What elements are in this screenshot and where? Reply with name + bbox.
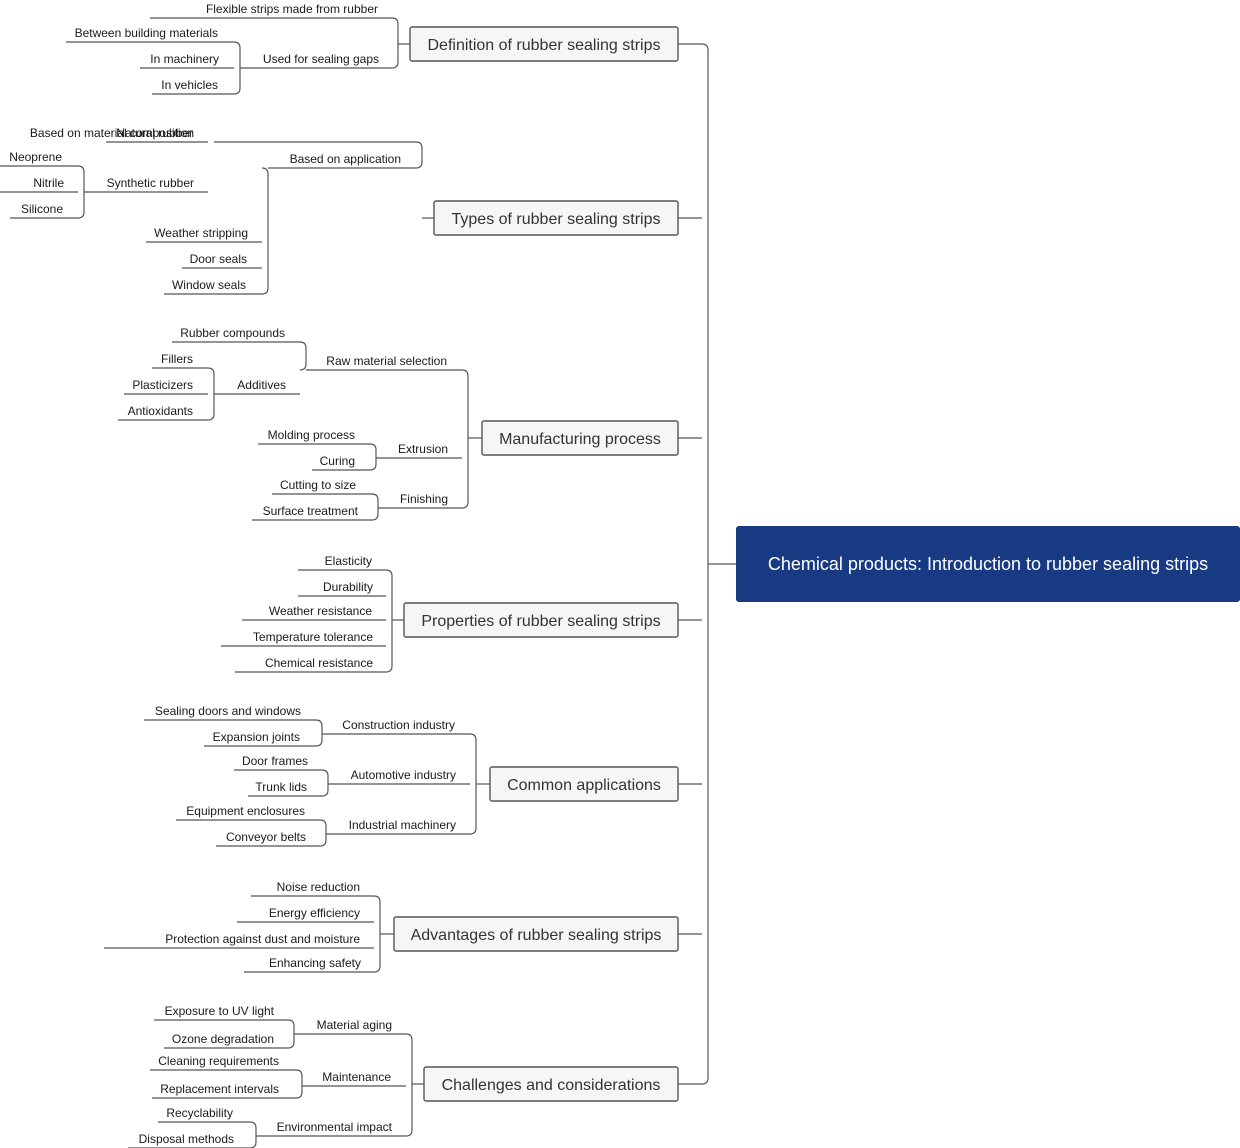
subsubtopic-label: Sealing doors and windows bbox=[155, 704, 301, 718]
branch-topic-label: Advantages of rubber sealing strips bbox=[411, 927, 662, 944]
subsubtopic-label: In vehicles bbox=[161, 78, 218, 92]
subsubtopic-label: In machinery bbox=[150, 52, 219, 66]
subtopic-label: Enhancing safety bbox=[269, 956, 361, 970]
subtopic-label: Extrusion bbox=[398, 442, 448, 456]
subsubtopic-label: Replacement intervals bbox=[160, 1082, 279, 1096]
leaf-label: Neoprene bbox=[9, 150, 62, 164]
subsubtopic-label: Exposure to UV light bbox=[165, 1004, 275, 1018]
subsubtopic-label: Door seals bbox=[190, 252, 247, 266]
branch-topic-label: Challenges and considerations bbox=[442, 1077, 661, 1094]
leaf-label: Plasticizers bbox=[132, 378, 193, 392]
sub-bracket bbox=[321, 769, 329, 797]
child-bracket bbox=[415, 141, 423, 169]
subsubtopic-label: Weather stripping bbox=[154, 226, 248, 240]
subtopic-label: Industrial machinery bbox=[349, 818, 456, 832]
subtopic-label: Based on application bbox=[290, 152, 401, 166]
sub-bracket bbox=[233, 41, 241, 95]
leaf-label: Antioxidants bbox=[128, 404, 193, 418]
child-bracket bbox=[461, 369, 469, 509]
child-bracket bbox=[469, 733, 477, 835]
subsubtopic-label: Surface treatment bbox=[263, 504, 359, 518]
leaf-bracket bbox=[77, 165, 85, 219]
subtopic-label: Elasticity bbox=[325, 554, 372, 568]
sub-bracket bbox=[295, 1069, 303, 1099]
subtopic-label: Finishing bbox=[400, 492, 448, 506]
leaf-label: Fillers bbox=[161, 352, 193, 366]
subsubtopic-label: Natural rubber bbox=[116, 126, 193, 140]
sub-bracket bbox=[249, 1121, 257, 1148]
subtopic-label: Energy efficiency bbox=[269, 906, 360, 920]
subsubtopic-label: Window seals bbox=[172, 278, 246, 292]
trunk-line bbox=[701, 43, 709, 1085]
sub-bracket bbox=[299, 341, 307, 371]
subtopic-label: Noise reduction bbox=[277, 880, 360, 894]
subtopic-label: Raw material selection bbox=[326, 354, 447, 368]
subsubtopic-label: Equipment enclosures bbox=[186, 804, 305, 818]
subtopic-label: Chemical resistance bbox=[265, 656, 373, 670]
child-bracket bbox=[405, 1033, 413, 1137]
branch-topic[interactable] bbox=[403, 602, 679, 638]
subtopic-label: Durability bbox=[323, 580, 373, 594]
child-bracket bbox=[385, 569, 393, 673]
branch-topic-label: Manufacturing process bbox=[499, 431, 661, 448]
subsubtopic-label: Between building materials bbox=[75, 26, 218, 40]
subsubtopic-label: Molding process bbox=[268, 428, 355, 442]
subsubtopic-label: Ozone degradation bbox=[172, 1032, 274, 1046]
subtopic-label: Automotive industry bbox=[351, 768, 456, 782]
subsubtopic-label: Door frames bbox=[242, 754, 308, 768]
subtopic-label: Environmental impact bbox=[277, 1120, 393, 1134]
leaf-label: Nitrile bbox=[33, 176, 64, 190]
sub-bracket bbox=[315, 719, 323, 747]
subtopic-label: Construction industry bbox=[342, 718, 455, 732]
subsubtopic-label: Cleaning requirements bbox=[158, 1054, 279, 1068]
sub-bracket bbox=[287, 1019, 295, 1049]
child-bracket bbox=[373, 895, 381, 973]
subsubtopic-label: Synthetic rubber bbox=[107, 176, 194, 190]
mind-map-nodes: Definition of rubber sealing strips Flexi… bbox=[9, 2, 1240, 1146]
sub-bracket bbox=[369, 443, 377, 471]
sub-bracket bbox=[371, 493, 379, 521]
leaf-bracket bbox=[207, 367, 215, 421]
subsubtopic-label: Conveyor belts bbox=[226, 830, 306, 844]
branch-topic[interactable] bbox=[423, 1066, 679, 1102]
subtopic-label: Maintenance bbox=[322, 1070, 391, 1084]
subsubtopic-label: Cutting to size bbox=[280, 478, 356, 492]
subsubtopic-label: Curing bbox=[320, 454, 355, 468]
branch-topic-label: Definition of rubber sealing strips bbox=[427, 37, 660, 54]
subsubtopic-label: Rubber compounds bbox=[180, 326, 285, 340]
subsubtopic-label: Expansion joints bbox=[213, 730, 300, 744]
branch-topic[interactable] bbox=[489, 766, 679, 802]
leaf-label: Silicone bbox=[21, 202, 63, 216]
subtopic-label: Temperature tolerance bbox=[253, 630, 373, 644]
branch-topic-label: Properties of rubber sealing strips bbox=[421, 613, 660, 630]
subtopic-label: Flexible strips made from rubber bbox=[206, 2, 378, 16]
sub-bracket bbox=[261, 167, 269, 295]
sub-bracket bbox=[319, 819, 327, 847]
subsubtopic-label: Recyclability bbox=[166, 1106, 233, 1120]
root-topic[interactable] bbox=[736, 526, 1240, 602]
branch-topic[interactable] bbox=[481, 420, 679, 456]
branch-topic[interactable] bbox=[393, 916, 679, 952]
branch-topic-label: Common applications bbox=[507, 777, 661, 794]
subtopic-label: Based on material composition bbox=[30, 126, 194, 140]
branch-topic[interactable] bbox=[433, 200, 679, 236]
subsubtopic-label: Disposal methods bbox=[139, 1132, 234, 1146]
subtopic-label: Used for sealing gaps bbox=[263, 52, 379, 66]
subtopic-label: Weather resistance bbox=[269, 604, 372, 618]
branch-topic-label: Types of rubber sealing strips bbox=[452, 211, 661, 228]
subtopic-label: Material aging bbox=[317, 1018, 392, 1032]
subtopic-label: Protection against dust and moisture bbox=[165, 932, 360, 946]
branch-topic[interactable] bbox=[409, 26, 679, 62]
subsubtopic-label: Additives bbox=[237, 378, 286, 392]
connector-lines bbox=[0, 17, 736, 1148]
subsubtopic-label: Trunk lids bbox=[255, 780, 307, 794]
child-bracket bbox=[391, 17, 399, 69]
